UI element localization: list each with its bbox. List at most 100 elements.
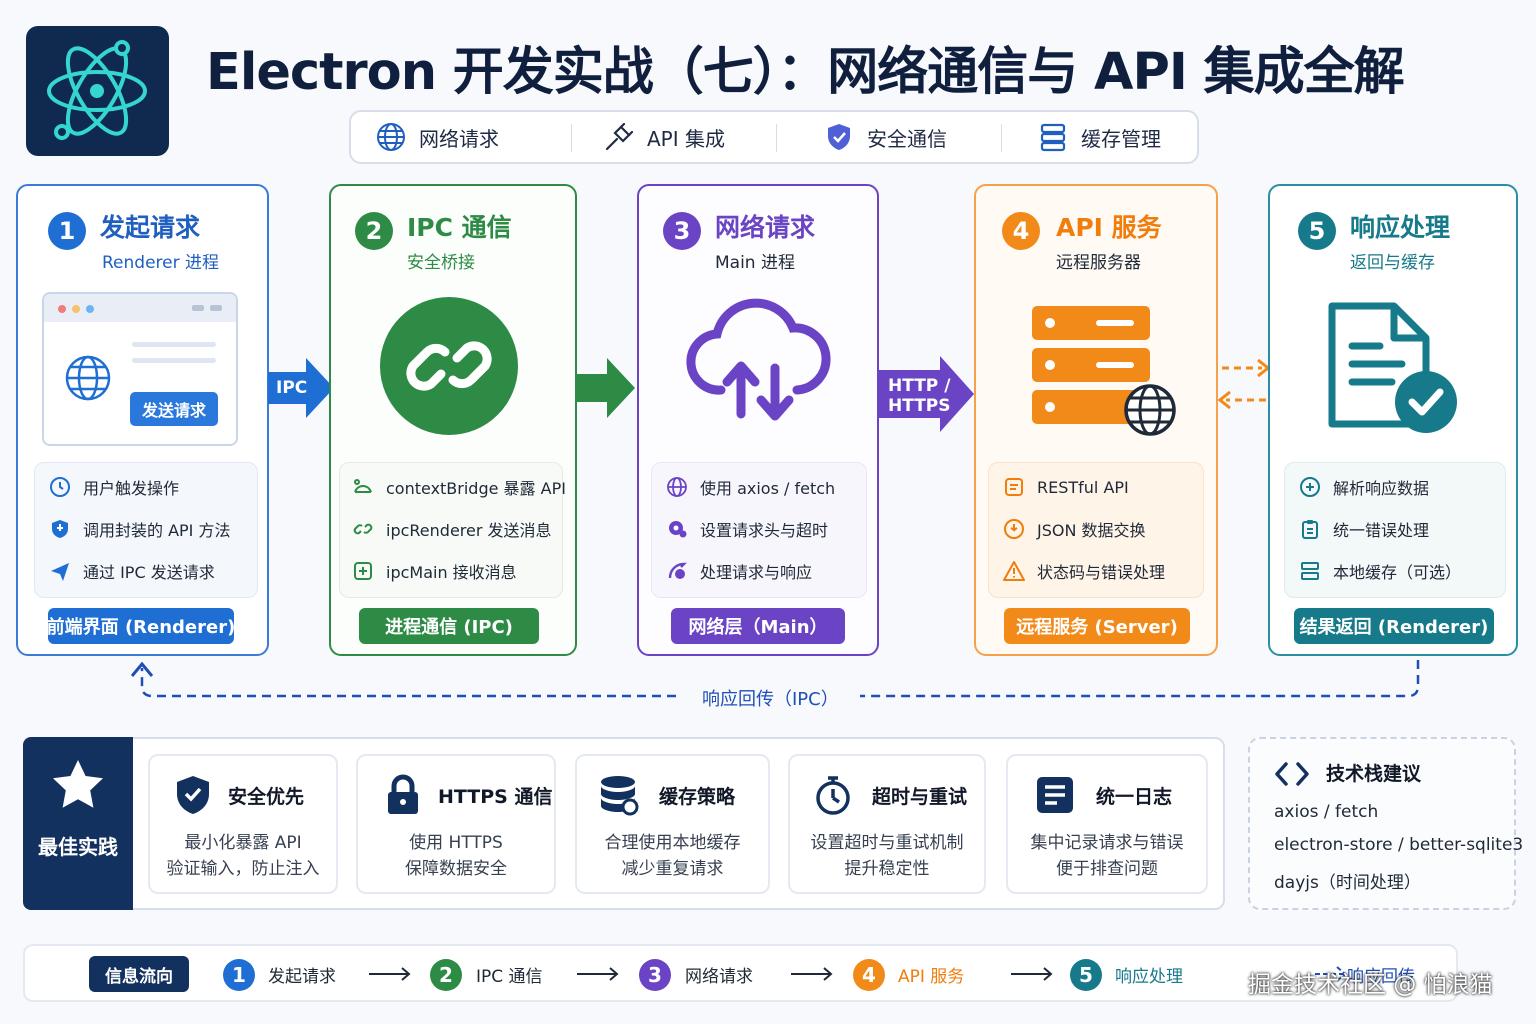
database-icon <box>1040 123 1066 152</box>
green-connector-arrow <box>577 358 635 418</box>
http-connector-arrow: HTTP / HTTPS <box>878 356 974 432</box>
return-label: 响应回传（IPC） <box>702 689 839 710</box>
stage-footer: 远程服务 (Server) <box>1004 608 1190 644</box>
nav-label: 缓存管理 <box>1081 126 1161 151</box>
stage-2-card: 2 IPC 通信 安全桥接 contextBridge 暴露 API ipcRe… <box>329 184 577 656</box>
stage-footer: 结果返回 (Renderer) <box>1294 608 1494 644</box>
warning-icon <box>1003 561 1025 581</box>
topic-nav: 网络请求 API 集成 安全通信 缓存管理 <box>349 110 1199 164</box>
list-item: 解析响应数据 <box>1285 467 1505 507</box>
practice-card: 统一日志 集中记录请求与错误 便于排查问题 <box>1006 754 1208 894</box>
list-item: RESTful API <box>989 467 1203 507</box>
code-icon <box>1275 762 1309 786</box>
flow-step-label: IPC 通信 <box>476 967 543 987</box>
flow-label: 信息流向 <box>89 956 189 992</box>
server-icon <box>1032 306 1176 436</box>
arrow-right-icon <box>1315 966 1347 982</box>
tech-item: axios / fetch <box>1274 802 1379 822</box>
list-item: 通过 IPC 发送请求 <box>35 551 257 591</box>
parse-icon <box>1300 477 1320 497</box>
stage-4-items: RESTful API JSON 数据交换 状态码与错误处理 <box>988 462 1204 598</box>
list-item: 使用 axios / fetch <box>652 467 866 507</box>
shield-icon <box>177 776 209 814</box>
browser-window-mock: 发送请求 <box>42 292 238 446</box>
stage-subtitle: Main 进程 <box>715 253 795 273</box>
list-item: ipcMain 接收消息 <box>340 551 562 591</box>
step-number: 1 <box>48 212 86 250</box>
stage-subtitle: 安全桥接 <box>407 253 475 273</box>
step-number: 2 <box>355 212 393 250</box>
stage-subtitle: 返回与缓存 <box>1350 253 1435 273</box>
arrow-right-icon <box>1011 967 1053 981</box>
process-icon <box>668 562 687 579</box>
link-icon <box>380 297 518 435</box>
tech-stack-title: 技术栈建议 <box>1326 763 1422 785</box>
stage-1-items: 用户触发操作 调用封装的 API 方法 通过 IPC 发送请求 <box>34 462 258 598</box>
flow-step-label: 响应处理 <box>1115 967 1183 987</box>
list-item: 处理请求与响应 <box>652 551 866 591</box>
tech-stack-panel: 技术栈建议 axios / fetch electron-store / bet… <box>1248 737 1523 910</box>
stage-footer: 前端界面 (Renderer) <box>47 608 235 644</box>
nav-item-api[interactable]: API 集成 <box>603 112 725 162</box>
flow-step-number: 5 <box>1070 959 1102 991</box>
flow-step-number: 2 <box>430 959 462 991</box>
send-request-button[interactable]: 发送请求 <box>130 392 218 426</box>
bridge-icon <box>354 479 372 493</box>
stage-1-card: 1 发起请求 Renderer 进程 发送请求 用户触发操作 调用封装的 API… <box>16 184 269 656</box>
flow-step-number: 3 <box>639 959 671 991</box>
globe-icon <box>667 477 687 497</box>
plug-icon <box>605 122 634 151</box>
lock-icon <box>388 774 418 814</box>
ipc-connector-label: IPC <box>276 378 308 398</box>
atom-icon <box>47 40 147 140</box>
step-number: 4 <box>1002 212 1040 250</box>
flow-step-label: 网络请求 <box>685 967 753 987</box>
clock-icon <box>50 477 70 497</box>
stage-3-items: 使用 axios / fetch 设置请求头与超时 处理请求与响应 <box>651 462 867 598</box>
nav-item-cache[interactable]: 缓存管理 <box>1037 112 1161 162</box>
list-item: 状态码与错误处理 <box>989 551 1203 591</box>
arrow-right-icon <box>791 967 833 981</box>
list-item: 用户触发操作 <box>35 467 257 507</box>
shield-check-icon <box>828 124 850 150</box>
cloud-upload-download-icon <box>686 298 831 421</box>
stage-footer: 网络层（Main） <box>671 608 845 644</box>
tech-item: dayjs（时间处理） <box>1274 873 1421 893</box>
globe-icon <box>377 123 405 151</box>
document-check-icon <box>1328 302 1457 433</box>
list-item: JSON 数据交换 <box>989 509 1203 549</box>
stage-2-items: contextBridge 暴露 API ipcRenderer 发送消息 ip… <box>339 462 566 598</box>
storage-icon <box>1301 562 1319 580</box>
http-connector-label: HTTP / HTTPS <box>888 376 951 416</box>
flow-tail-label: 响应回传 <box>1347 967 1415 987</box>
best-practices-label: 最佳实践 <box>38 835 118 859</box>
list-item: contextBridge 暴露 API <box>340 467 566 507</box>
arrow-right-icon <box>369 967 411 981</box>
list-item: ipcRenderer 发送消息 <box>340 509 562 549</box>
return-path-arrow <box>130 660 1420 698</box>
stage-title: 发起请求 <box>100 213 201 242</box>
nav-item-network[interactable]: 网络请求 <box>375 112 499 162</box>
stopwatch-icon <box>816 776 850 815</box>
stage-subtitle: Renderer 进程 <box>102 253 219 273</box>
shield-icon <box>52 520 68 538</box>
settings-icon <box>669 521 687 538</box>
nav-label: API 集成 <box>647 126 725 151</box>
list-item: 本地缓存（可选） <box>1285 551 1505 591</box>
flow-step-label: 发起请求 <box>268 967 336 987</box>
stage-title: API 服务 <box>1056 213 1162 242</box>
response-exchange-arrows <box>1218 358 1270 410</box>
nav-item-security[interactable]: 安全通信 <box>823 112 947 162</box>
flow-step-label: API 服务 <box>898 967 965 987</box>
list-item: 设置请求头与超时 <box>652 509 866 549</box>
page-title: Electron 开发实战（七）：网络通信与 API 集成全解 <box>206 43 1405 102</box>
list-item: 调用封装的 API 方法 <box>35 509 257 549</box>
step-number: 5 <box>1298 212 1336 250</box>
stage-title: 网络请求 <box>715 213 816 242</box>
best-practices-header: 最佳实践 <box>23 737 133 910</box>
list-item: 统一错误处理 <box>1285 509 1505 549</box>
step-number: 3 <box>663 212 701 250</box>
info-flow-bar: 信息流向 1 发起请求 2 IPC 通信 3 网络请求 4 API 服务 5 响… <box>23 944 1458 1002</box>
flow-step-number: 1 <box>223 959 255 991</box>
stage-5-items: 解析响应数据 统一错误处理 本地缓存（可选） <box>1284 462 1506 598</box>
